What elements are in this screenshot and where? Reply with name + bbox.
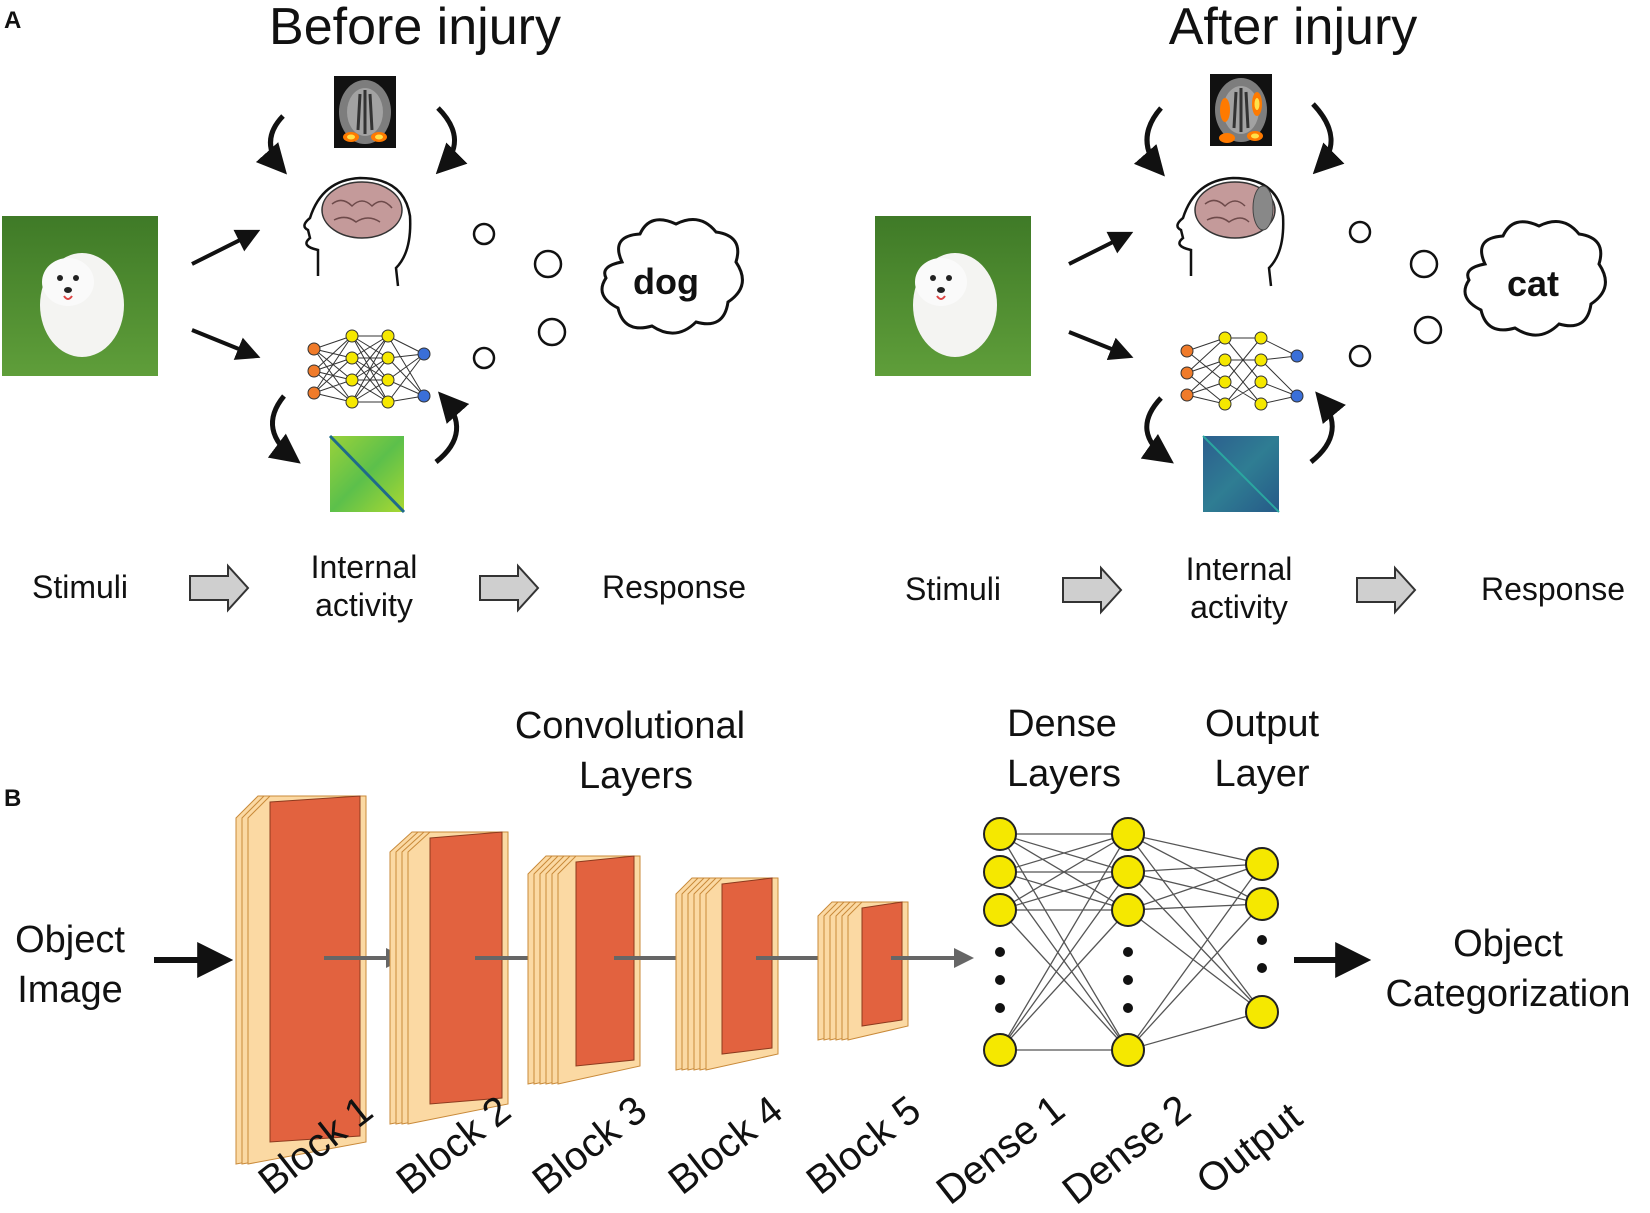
layer-label-dense-2: Dense 2 [1054,1087,1198,1213]
similarity-matrix-before [328,434,406,514]
dense-layers-label-line1: Dense [1007,703,1117,745]
panel-a-letter: A [4,7,21,34]
dense1-neuron [983,855,1017,889]
stimulus-arrow-to-network-after [1068,330,1134,361]
layer-label-block-5: Block 5 [798,1088,928,1203]
layer-label-block-3: Block 3 [524,1088,654,1203]
flow-arrow-1-after [1062,565,1123,615]
flow-row-before: Stimuli Internal activity Response [32,549,746,623]
thought-bubble-small-after [1348,220,1443,368]
conv-front-face [269,795,361,1143]
conv-block-4 [675,877,850,1071]
dense-nodes [983,817,1279,1067]
dense-network [983,817,1279,1067]
neural-network-icon-before [307,329,431,409]
flow-arrow-2-after [1356,565,1417,615]
flow-stimuli-label: Stimuli [32,569,128,605]
loop-arrow-left-bottom [267,394,301,464]
flow-stimuli-label-after: Stimuli [905,571,1001,607]
after-injury-panel: After injury [875,0,1625,625]
stimulus-arrow-to-network [191,328,261,360]
layer-label-output: Output [1188,1094,1310,1203]
stimulus-arrow-to-brain [191,229,261,266]
after-injury-title: After injury [1169,0,1418,56]
dense-layers-label-line2: Layers [1007,753,1121,795]
dense1-neuron [983,817,1017,851]
layer-label-block-4: Block 4 [660,1088,790,1203]
dense2-neuron [1111,817,1145,851]
flow-row-after: Stimuli Internal activity Response [905,551,1625,625]
dense2-neuron [1111,893,1145,927]
thought-bubble-small [472,222,567,370]
dense1-neuron [983,1033,1017,1067]
dense2-neuron [1111,1033,1145,1067]
before-injury-title: Before injury [269,0,561,56]
fmri-scan-before [334,76,396,148]
output-neuron [1245,887,1279,921]
thought-cloud-before: dog [600,218,744,335]
dense-edges [999,833,1263,1051]
flow-arrow-2 [479,563,540,613]
conv-block-3 [527,855,704,1085]
dense2-neuron [1111,855,1145,889]
fmri-scan-after [1210,74,1272,146]
dense1-neuron [983,893,1017,927]
loop-arrow-right-top-after [1311,102,1345,175]
flow-internal-label: Internal [311,549,418,585]
conv-layers-label-line1: Convolutional [515,705,745,747]
conv-block-1 [235,795,406,1165]
loop-arrow-right-top [435,106,468,175]
neural-network-icon-after [1180,331,1304,411]
output-layer-label-line1: Output [1205,703,1320,745]
flow-response-label: Response [602,569,746,605]
conv-front-face [721,877,773,1055]
output-layer-label-line2: Layer [1214,753,1309,795]
stimulus-arrow-to-brain-after [1068,231,1134,266]
loop-arrow-right-bottom-after [1309,391,1346,464]
head-brain-icon [303,176,412,287]
conv-block-5 [817,901,974,1041]
thought-cloud-after: cat [1463,220,1607,337]
stimulus-photo-after [875,216,1031,376]
similarity-matrix-after [1202,435,1280,513]
loop-arrow-left-top-after [1133,106,1165,177]
output-label-line1: Object [1453,923,1563,965]
lesion-mark [1252,185,1274,231]
conv-blocks [235,795,974,1165]
conv-front-face [429,831,503,1105]
conv-layers-label-line2: Layers [579,755,693,797]
flow-internal-label-after: Internal [1186,551,1293,587]
stimulus-photo-before [2,216,158,376]
conv-front-face [575,855,635,1067]
output-neuron [1245,847,1279,881]
panel-b-letter: B [4,785,21,812]
conv-front-face [861,901,903,1027]
flow-activity-label-after: activity [1190,589,1288,625]
response-word-after: cat [1507,263,1559,304]
output-neuron [1245,995,1279,1029]
loop-arrow-left-bottom-after [1140,396,1174,464]
flow-activity-label: activity [315,587,413,623]
conv-block-2 [389,831,560,1125]
input-label-line1: Object [15,919,125,961]
head-brain-icon-injured [1176,176,1285,287]
loop-arrow-right-bottom [434,391,470,464]
layer-label-dense-1: Dense 1 [928,1087,1072,1213]
before-injury-panel: Before injury [2,0,746,623]
ellipsis-dots [995,935,1267,1013]
flow-arrow-1 [189,563,250,613]
flow-response-label-after: Response [1481,571,1625,607]
output-label-line2: Categorization [1385,973,1630,1015]
input-label-line2: Image [17,969,123,1011]
loop-arrow-left-top [255,114,287,175]
response-word-before: dog [633,261,699,302]
